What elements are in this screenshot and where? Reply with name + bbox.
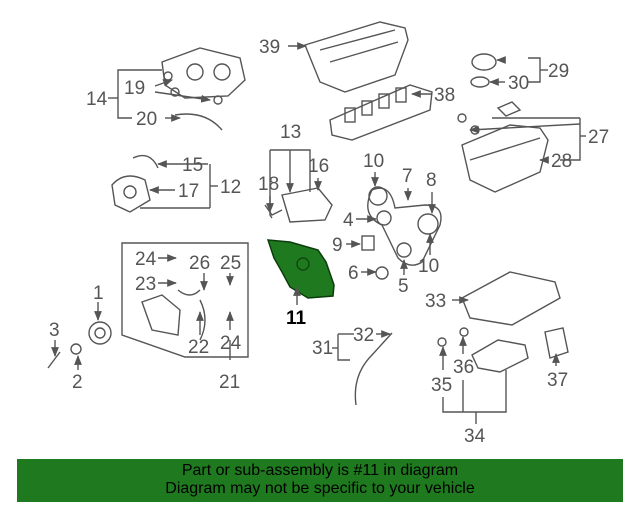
callout-22: 22	[188, 337, 209, 358]
banner-line-part-number: Part or sub-assembly is #11 in diagram	[181, 462, 459, 479]
callout-35: 35	[431, 375, 452, 396]
callout-21: 21	[219, 372, 240, 393]
callout-29: 29	[548, 61, 569, 82]
info-banner: Part or sub-assembly is #11 in diagram D…	[17, 459, 623, 502]
engine-cover-drawing	[304, 21, 409, 93]
callout-19: 19	[124, 78, 145, 99]
valve-cover-drawing	[457, 101, 549, 193]
leader-lines	[51, 42, 586, 424]
oil-pan-drawing	[437, 271, 569, 373]
callout-34: 34	[464, 426, 486, 447]
callout-13: 13	[280, 122, 301, 143]
callout-3: 3	[49, 320, 60, 341]
parts-diagram: 39 29 30 14 19 20 38 27 28 13 15 12 17 1…	[47, 21, 609, 447]
callout-24-top: 24	[135, 249, 157, 270]
callout-11: 11	[286, 308, 307, 329]
callout-30: 30	[508, 73, 529, 94]
callout-2: 2	[72, 372, 83, 393]
upper-cover-drawing	[111, 154, 159, 213]
callout-6: 6	[348, 263, 359, 284]
callout-8: 8	[426, 170, 437, 191]
callout-labels: 39 29 30 14 19 20 38 27 28 13 15 12 17 1…	[49, 37, 609, 447]
callout-32: 32	[353, 325, 374, 346]
callout-26: 26	[189, 253, 210, 274]
callout-4: 4	[343, 210, 354, 231]
callout-7: 7	[402, 166, 413, 187]
callout-16: 16	[308, 156, 329, 177]
callout-1: 1	[93, 283, 104, 304]
oil-cap-drawing	[470, 53, 497, 88]
callout-37: 37	[547, 370, 568, 391]
callout-5: 5	[398, 276, 409, 297]
callout-39: 39	[259, 37, 280, 58]
callout-14: 14	[86, 89, 108, 110]
callout-24-bottom: 24	[220, 333, 242, 354]
callout-9: 9	[332, 235, 343, 256]
callout-12: 12	[220, 177, 241, 198]
callout-17: 17	[178, 181, 199, 202]
callout-20: 20	[136, 109, 157, 130]
callout-10-bottom: 10	[418, 256, 439, 277]
callout-36: 36	[453, 357, 474, 378]
callout-23: 23	[135, 274, 156, 295]
callout-10-top: 10	[363, 151, 384, 172]
callout-27: 27	[588, 127, 609, 148]
banner-line-disclaimer: Diagram may not be specific to your vehi…	[165, 480, 475, 497]
dipstick-drawing	[354, 332, 393, 406]
timing-cover-part-11-highlight[interactable]	[266, 239, 335, 299]
callout-31: 31	[312, 338, 333, 359]
callout-25: 25	[220, 253, 241, 274]
callout-15: 15	[182, 155, 203, 176]
callout-28: 28	[551, 151, 572, 172]
intake-manifold-drawing	[329, 84, 433, 141]
callout-38: 38	[434, 85, 455, 106]
callout-33: 33	[425, 291, 446, 312]
callout-18: 18	[258, 174, 279, 195]
lower-cover-group-drawing	[121, 242, 249, 358]
rear-timing-cover-drawing	[161, 47, 246, 131]
